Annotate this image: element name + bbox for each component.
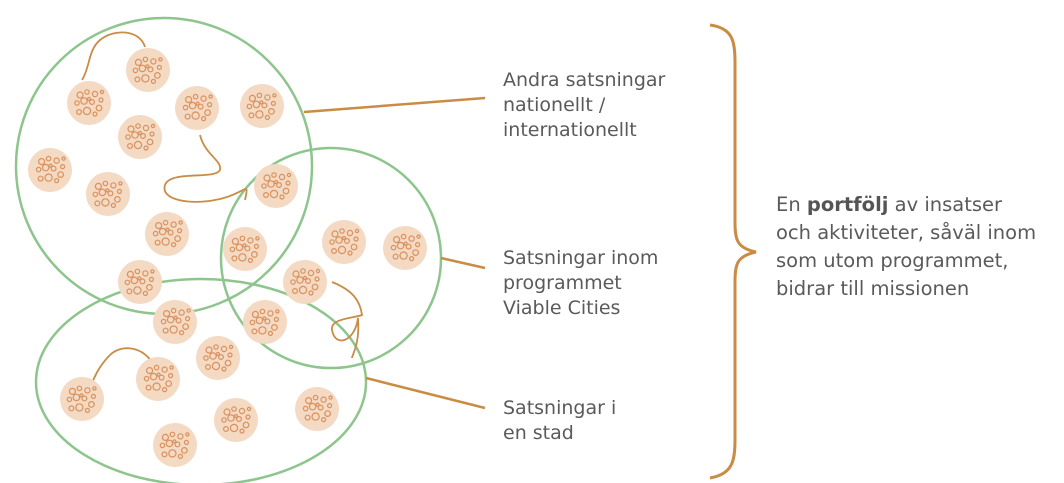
initiative-cluster [153, 423, 197, 467]
label-programme-initiatives: Satsningar inom programmet Viable Cities [503, 246, 658, 321]
initiative-cluster [295, 387, 339, 431]
initiative-cluster [283, 260, 327, 304]
squiggle-city [89, 347, 153, 389]
initiative-cluster [175, 86, 219, 130]
summary-emphasis: portfölj [806, 193, 889, 216]
initiative-cluster [196, 336, 240, 380]
initiative-cluster [153, 300, 197, 344]
connector-city [365, 376, 486, 410]
initiative-cluster [145, 212, 189, 256]
summary-line-4: bidrar till missionen [776, 277, 970, 300]
label-other-line-2: nationellt / [503, 94, 606, 116]
connector-programme [440, 256, 486, 270]
squiggle-middle [163, 134, 248, 203]
initiative-cluster [67, 81, 111, 125]
initiative-cluster [86, 172, 130, 216]
initiative-cluster [28, 148, 72, 192]
initiative-cluster [223, 227, 267, 271]
initiative-cluster [322, 220, 366, 264]
initiative-cluster [240, 84, 284, 128]
label-other-initiatives: Andra satsningar nationellt / internatio… [503, 68, 665, 143]
initiative-cluster [126, 48, 170, 92]
initiative-cluster [243, 300, 287, 344]
initiative-cluster [254, 164, 298, 208]
label-other-line-1: Andra satsningar [503, 69, 666, 91]
initiative-cluster [118, 260, 162, 304]
label-programme-line-2: programmet [503, 272, 622, 294]
connector-other [303, 96, 486, 114]
initiative-cluster [60, 377, 104, 421]
circle-city-initiatives [34, 277, 368, 483]
squiggle-top [81, 31, 146, 81]
label-other-line-3: internationellt [503, 119, 637, 141]
squiggle-programme [331, 281, 363, 359]
summary-prefix: En [776, 193, 807, 216]
curly-brace [709, 23, 757, 480]
initiative-cluster [118, 115, 162, 159]
initiative-clusters [28, 48, 427, 467]
label-programme-line-1: Satsningar inom [503, 247, 659, 269]
summary-line-2: och aktiviteter, såväl inom [776, 221, 1037, 244]
initiative-cluster [214, 398, 258, 442]
summary-suffix: av insatser [888, 193, 1003, 216]
label-city-initiatives: Satsningar i en stad [503, 396, 616, 446]
portfolio-summary: En portfölj av insatser och aktiviteter,… [776, 191, 1036, 303]
label-programme-line-3: Viable Cities [503, 297, 621, 319]
summary-line-1: En portfölj av insatser [776, 191, 1036, 219]
initiative-cluster [383, 226, 427, 270]
label-city-line-2: en stad [503, 422, 574, 444]
initiative-cluster [136, 357, 180, 401]
label-city-line-1: Satsningar i [503, 397, 617, 419]
summary-line-3: som utom programmet, [776, 249, 1009, 272]
